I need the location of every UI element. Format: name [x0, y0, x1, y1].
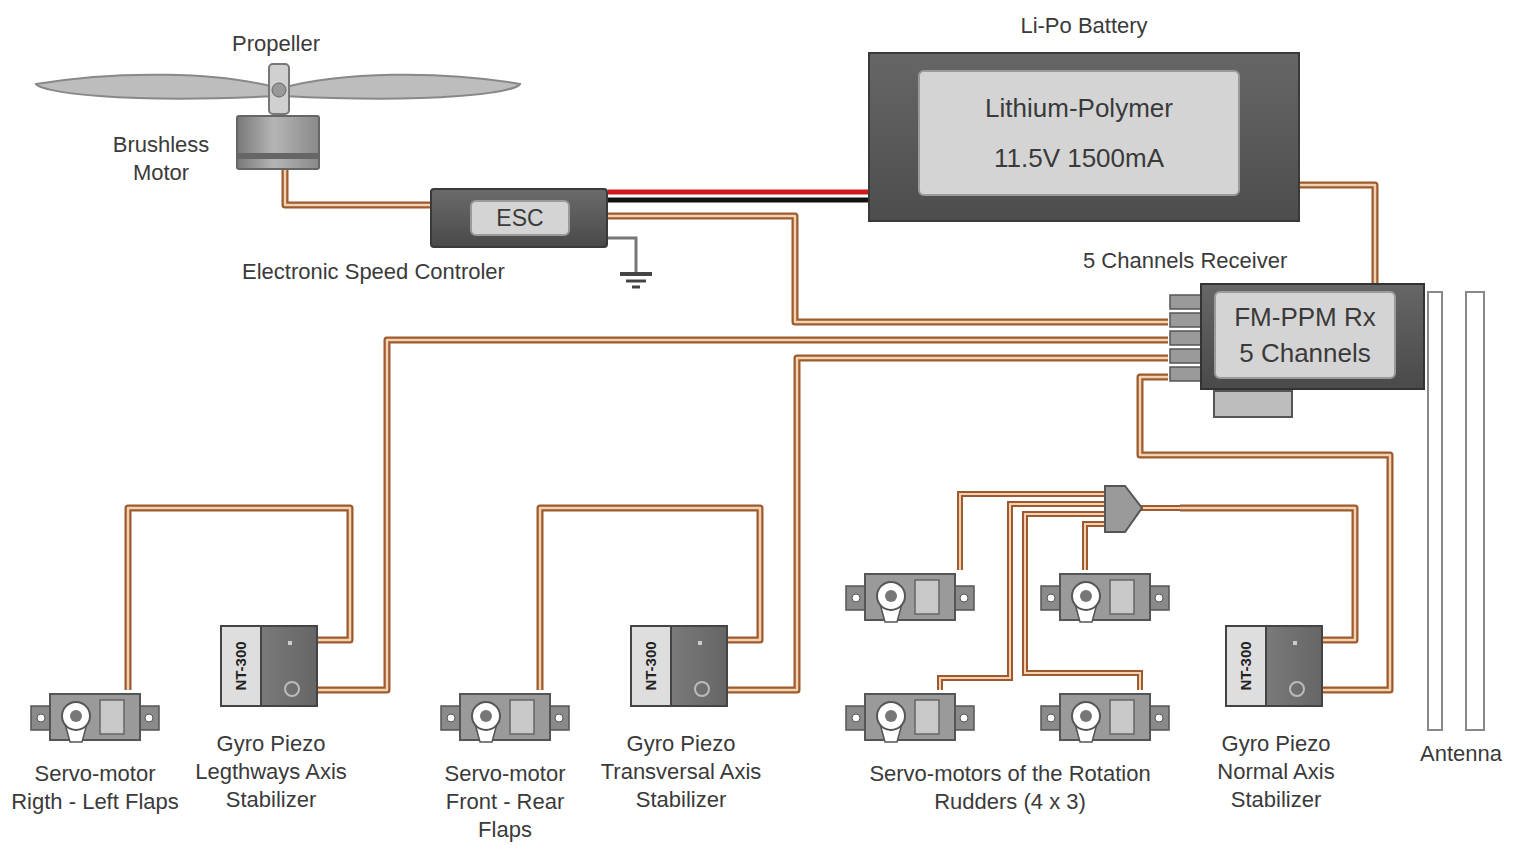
gyro-label-panel: NT-300 [1227, 627, 1267, 705]
wire-sheath [318, 340, 1168, 690]
rx-node: 5 Channels ReceiverFM-PPM Rx 5 Channels [1168, 283, 1425, 390]
servo-body [1041, 694, 1169, 742]
servo-node: Servo-motor Rigth - Left Flaps [30, 690, 160, 745]
propeller [36, 64, 520, 114]
esc-caption: Electronic Speed Controler [242, 258, 505, 286]
wire-sheath [728, 358, 1168, 690]
gyro-screw [694, 681, 710, 697]
gyro-node: NT-300Gyro Piezo Legthways Axis Stabiliz… [220, 625, 318, 707]
gyro-model: NT-300 [232, 641, 250, 690]
receiver-text: FM-PPM Rx 5 Channels [1230, 299, 1380, 371]
servo-node: Servo-motor Front - Rear Flaps [440, 690, 570, 745]
part-label: Antenna [1420, 740, 1502, 768]
receiver-heading: 5 Channels Receiver [1083, 247, 1287, 275]
servo-body [441, 694, 569, 742]
battery-heading: Li-Po Battery [870, 12, 1298, 40]
servo-symbol [845, 690, 975, 745]
gyro-model: NT-300 [1237, 641, 1255, 690]
servo-caption: Servo-motor Front - Rear Flaps [420, 760, 590, 844]
esc-text: ESC [496, 203, 543, 233]
servo-body [1041, 574, 1169, 622]
gyro-caption: Gyro Piezo Legthways Axis Stabilizer [182, 730, 360, 814]
black-lead [608, 198, 868, 203]
wire-core [728, 358, 1168, 690]
servo-body [846, 574, 974, 622]
servo-body [31, 694, 159, 742]
gyro-model: NT-300 [642, 641, 660, 690]
receiver-pin [1170, 349, 1202, 363]
power-wire [608, 192, 868, 200]
servo-symbol [30, 690, 160, 745]
wire-core [318, 340, 1168, 690]
receiver-panel: FM-PPM Rx 5 Channels [1214, 291, 1396, 379]
motor-node: Brushless Motor [236, 115, 320, 170]
gyro-mark [1293, 641, 1297, 645]
rudder-caption: Servo-motors of the Rotation Rudders (4 … [840, 760, 1180, 816]
gyro-mark [288, 641, 292, 645]
wire-core [1180, 508, 1355, 640]
battery-panel: Lithium-Polymer 11.5V 1500mA [918, 70, 1240, 196]
signal-wire [318, 340, 1168, 690]
gyro-caption: Gyro Piezo Normal Axis Stabilizer [1187, 730, 1365, 814]
wire-sheath [1180, 508, 1355, 640]
gyro-node: NT-300Gyro Piezo Normal Axis Stabilizer [1225, 625, 1323, 707]
antenna [1428, 292, 1484, 730]
battery-text: Lithium-Polymer 11.5V 1500mA [959, 83, 1199, 183]
gyro-caption: Gyro Piezo Transversal Axis Stabilizer [592, 730, 770, 814]
gyro-node: NT-300Gyro Piezo Transversal Axis Stabil… [630, 625, 728, 707]
gyro-label-panel: NT-300 [632, 627, 672, 705]
servo-symbol [1040, 690, 1170, 745]
esc-panel: ESC [470, 200, 570, 236]
receiver-pin [1170, 331, 1202, 345]
part-label: Propeller [232, 30, 320, 58]
wire-sheath [1300, 185, 1375, 283]
servo-symbol [845, 570, 975, 625]
wire-core [285, 170, 430, 205]
servo-body [846, 694, 974, 742]
rudder-wire-core [1085, 524, 1105, 570]
signal-wire [1180, 508, 1355, 640]
esc-node: ESCElectronic Speed Controler [430, 188, 608, 248]
rudder-wire [1085, 524, 1105, 570]
red-lead [608, 190, 868, 195]
gyro-mark [698, 641, 702, 645]
rudder-wire-core [1140, 507, 1180, 509]
gyro-screw [1289, 681, 1305, 697]
motor-band [238, 153, 318, 159]
ground-symbol [608, 238, 652, 287]
gyro-screw [284, 681, 300, 697]
motor-label: Brushless Motor [96, 131, 226, 187]
servo-symbol [1040, 570, 1170, 625]
battery-node: Li-Po BatteryLithium-Polymer 11.5V 1500m… [868, 52, 1300, 222]
servo-symbol [440, 690, 570, 745]
rudder-wire [1140, 505, 1180, 511]
servo-caption: Servo-motor Rigth - Left Flaps [10, 760, 180, 816]
group-node: Servo-motors of the Rotation Rudders (4 … [840, 478, 1180, 828]
receiver-pin [1170, 295, 1202, 309]
signal-wire [285, 170, 430, 205]
receiver-tab [1213, 390, 1293, 418]
signal-wire [1300, 185, 1375, 283]
wire-core [1300, 185, 1375, 283]
splitter [1105, 486, 1142, 532]
wire-sheath [285, 170, 430, 205]
receiver-pin [1170, 313, 1202, 327]
gyro-label-panel: NT-300 [222, 627, 262, 705]
receiver-pin [1170, 367, 1202, 381]
signal-wire [728, 358, 1168, 690]
